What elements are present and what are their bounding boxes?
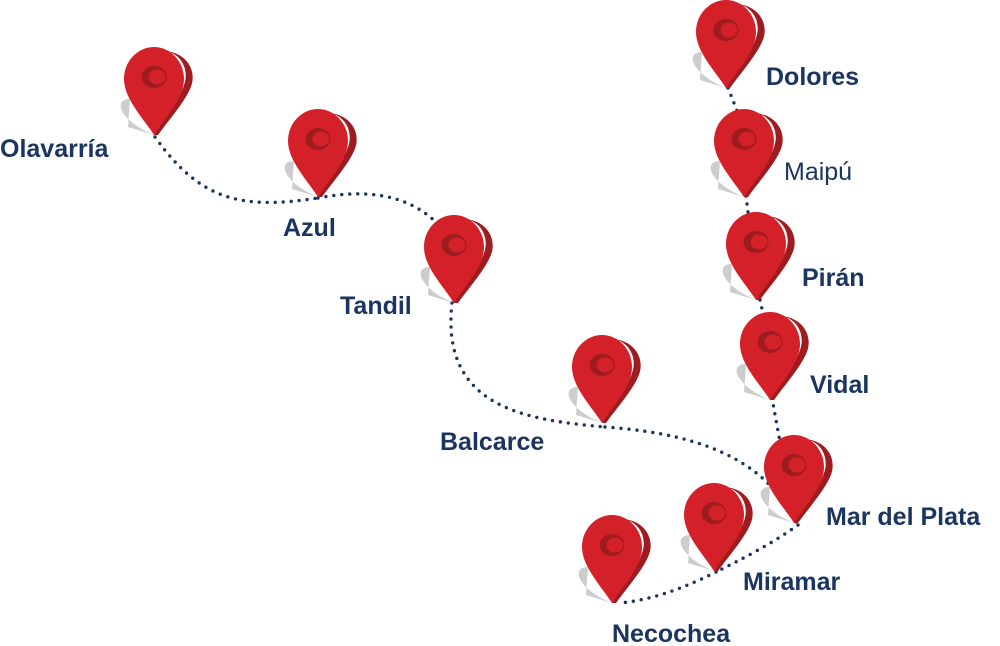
map-pin-icon <box>710 109 783 197</box>
map-pin-icon <box>284 109 357 197</box>
map-pin-icon <box>578 515 651 603</box>
city-label-vidal: Vidal <box>810 371 870 399</box>
route-vidal-mardelplata <box>770 396 782 444</box>
map-pin-icon <box>120 47 193 135</box>
map-pin-icon <box>568 335 641 423</box>
city-label-miramar: Miramar <box>743 568 841 596</box>
route-tandil-balcarce <box>449 301 607 429</box>
city-label-olavarria: Olavarría <box>0 135 109 163</box>
city-label-necochea: Necochea <box>612 620 731 646</box>
city-label-azul: Azul <box>283 214 336 242</box>
map-pin-icon <box>760 435 833 523</box>
route-miramar-necochea <box>618 570 718 605</box>
map-pin-icon <box>692 0 765 88</box>
route-maipu-piran <box>744 194 750 214</box>
route-balcarce-mardelplata <box>603 425 800 527</box>
map-pin-icon <box>722 212 795 300</box>
city-label-piran: Pirán <box>802 264 865 292</box>
map-pin-icon <box>420 215 493 303</box>
city-label-tandil: Tandil <box>340 292 412 320</box>
route-lines <box>153 86 800 605</box>
route-olavarria-azul <box>153 135 320 205</box>
city-label-balcarce: Balcarce <box>440 428 545 456</box>
pins <box>120 0 833 603</box>
city-label-mar-del-plata: Mar del Plata <box>826 503 981 531</box>
map-pin-icon <box>736 312 809 400</box>
route-azul-tandil <box>316 192 447 234</box>
city-label-maipu: Maipú <box>784 158 853 186</box>
route-dolores-maipu <box>726 86 742 120</box>
city-label-dolores: Dolores <box>766 63 860 91</box>
